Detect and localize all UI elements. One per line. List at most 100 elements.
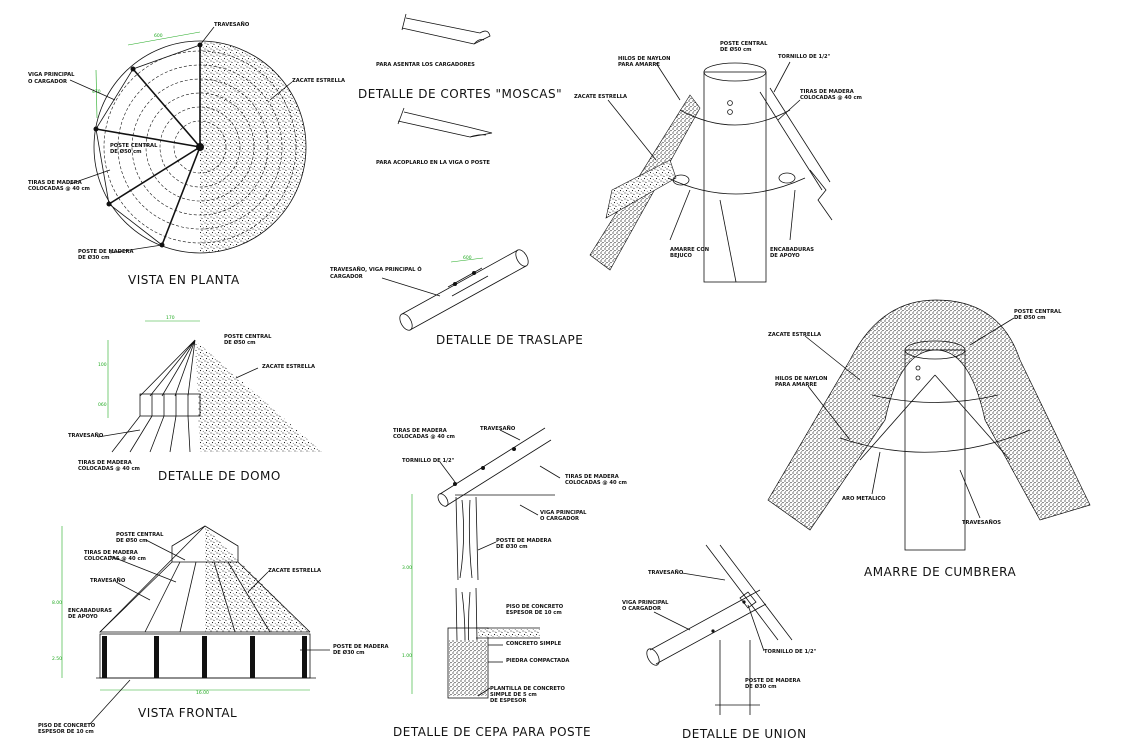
svg-text:600: 600 bbox=[154, 33, 163, 39]
svg-text:DE Ø50 cm: DE Ø50 cm bbox=[224, 339, 256, 346]
svg-text:3.00: 3.00 bbox=[402, 565, 412, 571]
column-top-detail: HILOS DE NAYLON PARA AMARRE POSTE CENTRA… bbox=[574, 41, 862, 283]
svg-text:VIGA PRINCIPAL: VIGA PRINCIPAL bbox=[622, 600, 669, 606]
svg-text:ESPESOR DE 10 cm: ESPESOR DE 10 cm bbox=[506, 610, 562, 616]
svg-text:POSTE DE MADERA: POSTE DE MADERA bbox=[496, 538, 552, 544]
union-detail: TRAVESAÑO VIGA PRINCIPAL O CARGADOR TORN… bbox=[622, 544, 817, 741]
front-view: 8.00 2.50 16.00 POSTE CENTRAL DE Ø50 cm … bbox=[38, 525, 389, 735]
svg-text:TRAVESAÑO: TRAVESAÑO bbox=[480, 425, 516, 432]
svg-text:POSTE CENTRAL: POSTE CENTRAL bbox=[110, 143, 158, 149]
svg-text:ZACATE ESTRELLA: ZACATE ESTRELLA bbox=[268, 568, 321, 574]
svg-text:600: 600 bbox=[463, 255, 472, 261]
svg-text:POSTE CENTRAL: POSTE CENTRAL bbox=[1014, 309, 1062, 315]
svg-text:TIRAS DE MADERA: TIRAS DE MADERA bbox=[78, 460, 132, 466]
svg-text:TORNILLO DE 1/2": TORNILLO DE 1/2" bbox=[402, 458, 455, 464]
svg-text:ENCABADURAS: ENCABADURAS bbox=[770, 247, 814, 253]
svg-text:DE Ø30 cm: DE Ø30 cm bbox=[78, 254, 110, 261]
cepa-detail: 3.00 1.00 TIRAS DE MADERA COLOCADAS @ 40… bbox=[393, 425, 627, 739]
svg-text:COLOCADAS @ 40 cm: COLOCADAS @ 40 cm bbox=[84, 556, 146, 562]
ridge-tie-detail: ZACATE ESTRELLA POSTE CENTRAL DE Ø50 cm … bbox=[767, 299, 1091, 579]
svg-text:060: 060 bbox=[98, 402, 107, 408]
svg-text:ZACATE ESTRELLA: ZACATE ESTRELLA bbox=[574, 94, 627, 100]
svg-text:DE Ø30 cm: DE Ø30 cm bbox=[496, 543, 528, 550]
cepa-title: DETALLE DE CEPA PARA POSTE bbox=[393, 725, 591, 739]
svg-text:TORNILLO DE 1/2": TORNILLO DE 1/2" bbox=[778, 54, 831, 60]
svg-text:O CARGADOR: O CARGADOR bbox=[28, 79, 67, 85]
svg-text:8.00: 8.00 bbox=[52, 600, 62, 606]
svg-text:DE Ø50 cm: DE Ø50 cm bbox=[1014, 314, 1046, 321]
svg-text:170: 170 bbox=[166, 315, 175, 321]
svg-text:1.00: 1.00 bbox=[402, 653, 412, 659]
svg-text:PIEDRA COMPACTADA: PIEDRA COMPACTADA bbox=[506, 658, 569, 664]
svg-text:POSTE DE MADERA: POSTE DE MADERA bbox=[745, 678, 801, 684]
ridge-title: AMARRE DE CUMBRERA bbox=[864, 565, 1017, 579]
svg-text:TRAVESAÑO: TRAVESAÑO bbox=[90, 577, 126, 584]
svg-text:DE Ø50 cm: DE Ø50 cm bbox=[110, 148, 142, 155]
plan-view: 600 470 TRAVESAÑO VIGA PRINCIPAL O CARGA… bbox=[28, 21, 345, 287]
svg-text:TIRAS DE MADERA: TIRAS DE MADERA bbox=[393, 428, 447, 434]
svg-text:SIMPLE DE 5 cm: SIMPLE DE 5 cm bbox=[490, 692, 537, 698]
svg-text:BEJUCO: BEJUCO bbox=[670, 253, 692, 259]
dome-title: DETALLE DE DOMO bbox=[158, 469, 281, 483]
dome-detail: 170 100 060 POSTE CENTRAL DE Ø50 cm ZACA… bbox=[68, 315, 322, 483]
cortes-title: DETALLE DE CORTES "MOSCAS" bbox=[358, 87, 562, 101]
svg-text:POSTE DE MADERA: POSTE DE MADERA bbox=[333, 644, 389, 650]
svg-text:POSTE CENTRAL: POSTE CENTRAL bbox=[116, 532, 164, 538]
cortes-detail: PARA ASENTAR LOS CARGADORES DETALLE DE C… bbox=[358, 13, 562, 166]
svg-text:DE ESPESOR: DE ESPESOR bbox=[490, 698, 526, 704]
svg-text:VIGA PRINCIPAL: VIGA PRINCIPAL bbox=[540, 510, 587, 516]
svg-text:ZACATE ESTRELLA: ZACATE ESTRELLA bbox=[292, 78, 345, 84]
svg-text:ENCABADURAS: ENCABADURAS bbox=[68, 608, 112, 614]
svg-text:TORNILLO DE 1/2": TORNILLO DE 1/2" bbox=[764, 649, 817, 655]
svg-text:DE APOYO: DE APOYO bbox=[68, 614, 98, 620]
svg-text:VIGA PRINCIPAL: VIGA PRINCIPAL bbox=[28, 72, 75, 78]
svg-text:TRAVESAÑO: TRAVESAÑO bbox=[648, 569, 684, 576]
svg-text:POSTE CENTRAL: POSTE CENTRAL bbox=[224, 334, 272, 340]
svg-text:POSTE CENTRAL: POSTE CENTRAL bbox=[720, 41, 768, 47]
svg-text:TIRAS DE MADERA: TIRAS DE MADERA bbox=[84, 550, 138, 556]
svg-text:PARA AMARRE: PARA AMARRE bbox=[775, 382, 817, 388]
svg-text:POSTE DE MADERA: POSTE DE MADERA bbox=[78, 249, 134, 255]
svg-text:COLOCADAS @ 40 cm: COLOCADAS @ 40 cm bbox=[800, 95, 862, 101]
svg-text:DE Ø50 cm: DE Ø50 cm bbox=[720, 46, 752, 53]
svg-text:PLANTILLA DE CONCRETO: PLANTILLA DE CONCRETO bbox=[490, 686, 565, 692]
union-title: DETALLE DE UNION bbox=[682, 727, 807, 741]
svg-text:PARA ACOPLARLO EN LA VIGA O PO: PARA ACOPLARLO EN LA VIGA O POSTE bbox=[376, 160, 490, 166]
svg-text:O CARGADOR: O CARGADOR bbox=[622, 606, 661, 612]
svg-text:COLOCADAS @ 40 cm: COLOCADAS @ 40 cm bbox=[28, 186, 90, 192]
svg-text:O CARGADOR: O CARGADOR bbox=[540, 516, 579, 522]
svg-text:AMARRE CON: AMARRE CON bbox=[670, 247, 709, 253]
svg-text:TIRAS DE MADERA: TIRAS DE MADERA bbox=[565, 474, 619, 480]
svg-text:COLOCADAS @ 40 cm: COLOCADAS @ 40 cm bbox=[78, 466, 140, 472]
traslape-title: DETALLE DE TRASLAPE bbox=[436, 333, 583, 347]
svg-text:CONCRETO SIMPLE: CONCRETO SIMPLE bbox=[506, 641, 562, 647]
svg-text:ARO METALICO: ARO METALICO bbox=[842, 496, 886, 502]
front-title: VISTA FRONTAL bbox=[138, 706, 237, 720]
svg-text:TRAVESAÑO: TRAVESAÑO bbox=[214, 21, 250, 28]
plan-view-title: VISTA EN PLANTA bbox=[128, 273, 240, 287]
svg-text:PARA ASENTAR LOS CARGADORES: PARA ASENTAR LOS CARGADORES bbox=[376, 62, 475, 68]
svg-text:HILOS DE NAYLON: HILOS DE NAYLON bbox=[775, 376, 828, 382]
svg-text:DE Ø30 cm: DE Ø30 cm bbox=[333, 649, 365, 656]
svg-text:DE Ø50 cm: DE Ø50 cm bbox=[116, 537, 148, 544]
svg-text:DE Ø30 cm: DE Ø30 cm bbox=[745, 683, 777, 690]
svg-text:PISO DE CONCRETO: PISO DE CONCRETO bbox=[38, 723, 96, 729]
svg-text:ESPESOR DE 10 cm: ESPESOR DE 10 cm bbox=[38, 729, 94, 735]
svg-text:TIRAS DE MADERA: TIRAS DE MADERA bbox=[800, 89, 854, 95]
svg-text:PISO DE CONCRETO: PISO DE CONCRETO bbox=[506, 604, 564, 610]
svg-text:ZACATE ESTRELLA: ZACATE ESTRELLA bbox=[262, 364, 315, 370]
svg-text:DE APOYO: DE APOYO bbox=[770, 253, 800, 259]
svg-text:COLOCADAS @ 40 cm: COLOCADAS @ 40 cm bbox=[393, 434, 455, 440]
svg-text:HILOS DE NAYLON: HILOS DE NAYLON bbox=[618, 56, 671, 62]
svg-text:16.00: 16.00 bbox=[196, 690, 209, 696]
svg-text:2.50: 2.50 bbox=[52, 656, 62, 662]
svg-text:TIRAS DE MADERA: TIRAS DE MADERA bbox=[28, 180, 82, 186]
svg-text:PARA AMARRE: PARA AMARRE bbox=[618, 62, 660, 68]
svg-text:COLOCADAS @ 40 cm: COLOCADAS @ 40 cm bbox=[565, 480, 627, 486]
traslape-detail: 600 TRAVESAÑO, VIGA PRINCIPAL Ó CARGADOR… bbox=[330, 249, 583, 347]
svg-text:CARGADOR: CARGADOR bbox=[330, 274, 363, 280]
svg-text:TRAVESAÑO: TRAVESAÑO bbox=[68, 432, 104, 439]
svg-text:TRAVESAÑO, VIGA PRINCIPAL Ó: TRAVESAÑO, VIGA PRINCIPAL Ó bbox=[330, 266, 422, 273]
svg-text:TRAVESAÑOS: TRAVESAÑOS bbox=[962, 519, 1001, 526]
